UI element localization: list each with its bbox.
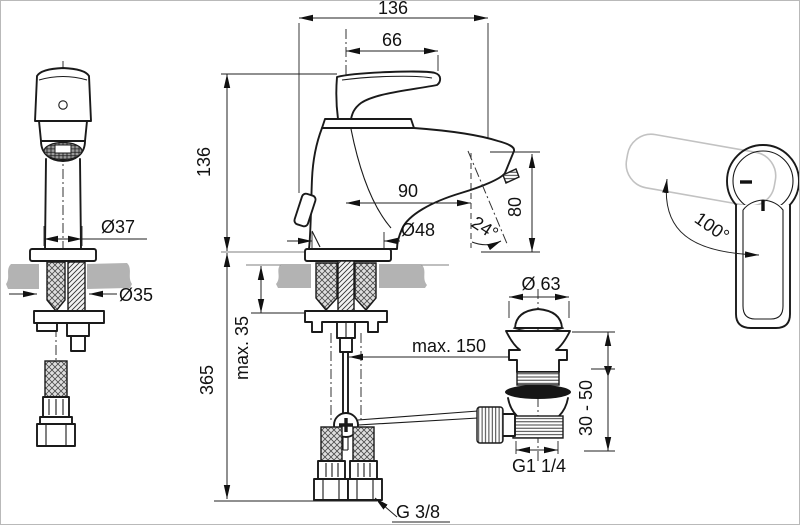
- dim-overall-width-label: 136: [378, 1, 408, 18]
- hose-section-left: [315, 262, 338, 312]
- handle-swivel-top-view: 100°: [625, 133, 799, 329]
- dim-spout-angle-label: 24°: [468, 212, 502, 244]
- dim-base-dia-label: Ø48: [401, 220, 435, 240]
- pull-rod-knob: [293, 192, 317, 228]
- countertop-mid-right: [379, 264, 427, 288]
- rod-adjuster-knurl: [476, 406, 504, 444]
- front-handle: [34, 67, 92, 122]
- installation-view: max. 35 365 max. 150 G 3/8: [197, 253, 534, 523]
- threaded-rod-front: [67, 261, 86, 313]
- countertop-mid-left: [276, 264, 311, 288]
- dim-body-dia-label: Ø37: [101, 217, 135, 237]
- base-flange-side: [304, 248, 392, 262]
- waste-seal: [505, 385, 571, 399]
- front-view: Ø37 Ø35: [6, 61, 153, 447]
- dim-drain-adjust-label: 30 - 50: [576, 380, 596, 436]
- dim-height-label: 136: [194, 147, 214, 177]
- flex-hose-braid: [44, 360, 68, 398]
- drain-link-rod: [357, 410, 479, 426]
- handle-pin-hole: [58, 100, 68, 110]
- dim-hole-dia-label: Ø35: [119, 285, 153, 305]
- supply-nut-left: [313, 478, 349, 501]
- flex-hose-right: [352, 426, 375, 462]
- pop-up-waste-view: Ø 63 30 - 50 G1 1/4: [476, 274, 615, 476]
- dim-spout-height-label: 80: [505, 197, 525, 217]
- mounting-bracket-front: [33, 310, 105, 324]
- dim-drain-thread-label: G1 1/4: [512, 456, 566, 476]
- side-view: 136 66 136 90 24° Ø48: [194, 1, 540, 332]
- dim-swivel-angle-label: 100°: [691, 208, 733, 246]
- swivel-arc-arrow: [662, 178, 760, 258]
- countertop-left: [6, 264, 39, 289]
- handle-ghost-position: [625, 133, 777, 207]
- dim-spout-reach-label: 90: [398, 181, 418, 201]
- hose-section-right: [354, 262, 377, 312]
- waste-body-top: [505, 330, 571, 373]
- dim-install-height-label: 365: [197, 365, 217, 395]
- dim-rod-reach-label: max. 150: [412, 336, 486, 356]
- hose-section-front: [46, 261, 66, 313]
- dim-deck-max-label: max. 35: [232, 316, 252, 380]
- dim-handle-length-label: 66: [382, 30, 402, 50]
- supply-nut-right: [347, 478, 383, 501]
- body-spout-side: [308, 127, 516, 250]
- hose-nut-front: [36, 423, 76, 447]
- flex-hose-left: [320, 426, 343, 462]
- pull-rod: [342, 351, 349, 415]
- waste-plug-cap: [514, 308, 563, 329]
- dim-plug-dia-label: Ø 63: [521, 274, 560, 294]
- base-flange-front: [29, 248, 97, 262]
- spout-aerator-side: [502, 168, 520, 184]
- handle-top-outline: [735, 204, 791, 329]
- dim-supply-thread-label: G 3/8: [396, 502, 440, 522]
- waste-tailpiece: [512, 415, 564, 439]
- countertop-right: [87, 263, 132, 289]
- threaded-rod-mid: [337, 260, 355, 314]
